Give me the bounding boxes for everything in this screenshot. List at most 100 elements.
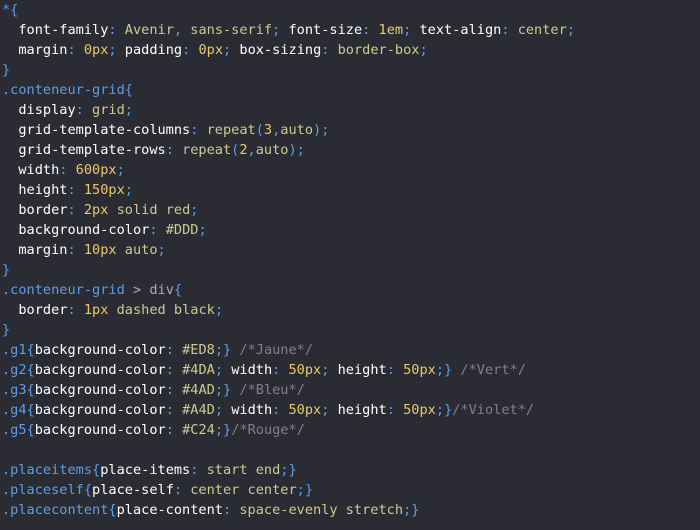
code-line[interactable]: font-family: Avenir, sans-serif; font-si… xyxy=(0,20,700,40)
code-token-num: 50px xyxy=(288,402,322,418)
code-token-num: 2px xyxy=(83,202,109,218)
code-token-num: 50px xyxy=(403,362,436,378)
code-token-punc: ); xyxy=(288,142,305,158)
code-token-punc: ;} xyxy=(214,342,232,358)
code-token-tag: > div xyxy=(132,282,174,298)
code-token-val: repeat xyxy=(206,122,256,138)
code-line[interactable]: height: 150px; xyxy=(0,180,700,200)
code-token-sel: .g1{ xyxy=(2,342,35,358)
code-token-sel: .g4{ xyxy=(2,402,35,418)
code-token-prop: height xyxy=(2,182,68,198)
code-token-punc: : xyxy=(165,342,183,358)
code-token-val: start end xyxy=(206,462,281,478)
code-token-punc: : xyxy=(386,402,404,418)
code-token-punc: } xyxy=(2,262,11,278)
code-token-num: 50px xyxy=(403,402,436,418)
code-line[interactable]: .g4{background-color: #A4D; width: 50px;… xyxy=(0,400,700,420)
code-token-punc: ; xyxy=(223,42,240,58)
code-token-punc: : xyxy=(165,382,183,398)
code-line[interactable]: .conteneur-grid{ xyxy=(0,80,700,100)
code-token-punc: ; xyxy=(214,402,232,418)
code-token-punc: ; xyxy=(321,362,338,378)
code-token-punc: ; xyxy=(116,162,125,178)
code-token-sel: *{ xyxy=(2,2,19,18)
code-line[interactable]: .g3{background-color: #4AD;} /*Bleu*/ xyxy=(0,380,700,400)
code-line[interactable]: margin: 0px; padding: 0px; box-sizing: b… xyxy=(0,40,700,60)
code-line[interactable]: grid-template-columns: repeat(3,auto); xyxy=(0,120,700,140)
code-line[interactable]: .placeself{place-self: center center;} xyxy=(0,480,700,500)
code-line[interactable]: .g2{background-color: #4DA; width: 50px;… xyxy=(0,360,700,380)
code-token-punc: : xyxy=(173,482,191,498)
code-token-prop: box-sizing xyxy=(239,42,322,58)
code-line[interactable]: .placecontent{place-content: space-evenl… xyxy=(0,500,700,520)
code-line[interactable]: .placeitems{place-items: start end;} xyxy=(0,460,700,480)
code-token-punc: : xyxy=(165,362,183,378)
code-token-punc: : xyxy=(149,222,166,238)
code-token-punc: ; xyxy=(419,42,428,58)
code-token-punc: } xyxy=(2,322,11,338)
code-token-val: solid red xyxy=(108,202,191,218)
code-line[interactable]: margin: 10px auto; xyxy=(0,240,700,260)
code-token-punc: : xyxy=(75,102,93,118)
code-token-punc: : xyxy=(59,162,76,178)
code-token-val: space-evenly stretch xyxy=(239,502,404,518)
code-token-val: #4AD xyxy=(182,382,215,398)
code-token-val: #DDD xyxy=(165,222,199,238)
code-token-punc: : xyxy=(67,202,84,218)
code-token-prop: margin xyxy=(2,242,68,258)
code-token-sel: .conteneur-grid{ xyxy=(2,82,133,98)
code-line[interactable]: display: grid; xyxy=(0,100,700,120)
code-token-val: auto xyxy=(280,122,314,138)
code-line[interactable]: } xyxy=(0,60,700,80)
code-line[interactable]: } xyxy=(0,260,700,280)
code-token-punc: : xyxy=(190,122,207,138)
code-line[interactable]: background-color: #DDD; xyxy=(0,220,700,240)
code-token-prop: font-family xyxy=(2,22,109,38)
code-token-prop: width xyxy=(231,362,273,378)
code-token-punc: : xyxy=(182,42,199,58)
code-token-prop: border xyxy=(2,302,68,318)
code-token-com: /*Rouge*/ xyxy=(231,422,305,438)
code-token-punc: ; xyxy=(214,302,224,318)
code-token-punc: ; xyxy=(198,222,207,238)
code-token-punc: ; xyxy=(124,102,133,118)
code-token-sel: { xyxy=(173,282,183,298)
code-token-punc: : xyxy=(165,422,183,438)
code-token-punc: ;} xyxy=(280,462,297,478)
code-token-punc: ( xyxy=(231,142,240,158)
code-line[interactable]: grid-template-rows: repeat(2,auto); xyxy=(0,140,700,160)
code-line[interactable]: border: 2px solid red; xyxy=(0,200,700,220)
code-token-num: 1em xyxy=(378,22,404,38)
code-token-punc: ;} xyxy=(296,482,314,498)
code-line[interactable]: } xyxy=(0,320,700,340)
code-token-com: /*Jaune*/ xyxy=(231,342,314,358)
code-token-punc: : xyxy=(321,42,338,58)
code-token-prop: grid-template-rows xyxy=(2,142,166,158)
code-token-prop: background-color xyxy=(34,402,166,418)
code-token-com: /*Vert*/ xyxy=(452,362,526,378)
code-token-prop: border xyxy=(2,202,68,218)
code-token-sel: .placeself{ xyxy=(2,482,93,498)
code-line[interactable]: .g1{background-color: #ED8;} /*Jaune*/ xyxy=(0,340,700,360)
code-line[interactable]: .g5{background-color: #C24;}/*Rouge*/ xyxy=(0,420,700,440)
code-token-punc: } xyxy=(2,62,11,78)
code-token-com: /*Bleu*/ xyxy=(231,382,305,398)
code-token-punc: : xyxy=(190,462,207,478)
code-line[interactable]: .conteneur-grid > div{ xyxy=(0,280,700,300)
code-token-punc: ; xyxy=(403,22,420,38)
code-token-num: 150px xyxy=(83,182,125,198)
code-line[interactable]: *{ xyxy=(0,0,700,20)
code-token-prop: background-color xyxy=(34,362,166,378)
code-token-sel: .placeitems{ xyxy=(2,462,101,478)
code-token-punc: : xyxy=(108,22,125,38)
code-token-punc: ; xyxy=(321,402,338,418)
code-token-val: Avenir xyxy=(124,22,174,38)
code-line[interactable] xyxy=(0,440,700,460)
code-line[interactable]: width: 600px; xyxy=(0,160,700,180)
code-token-prop: margin xyxy=(2,42,68,58)
code-token-punc: ;} xyxy=(403,502,420,518)
code-token-prop: height xyxy=(337,402,387,418)
code-line[interactable]: border: 1px dashed black; xyxy=(0,300,700,320)
code-token-val: #C24 xyxy=(182,422,215,438)
